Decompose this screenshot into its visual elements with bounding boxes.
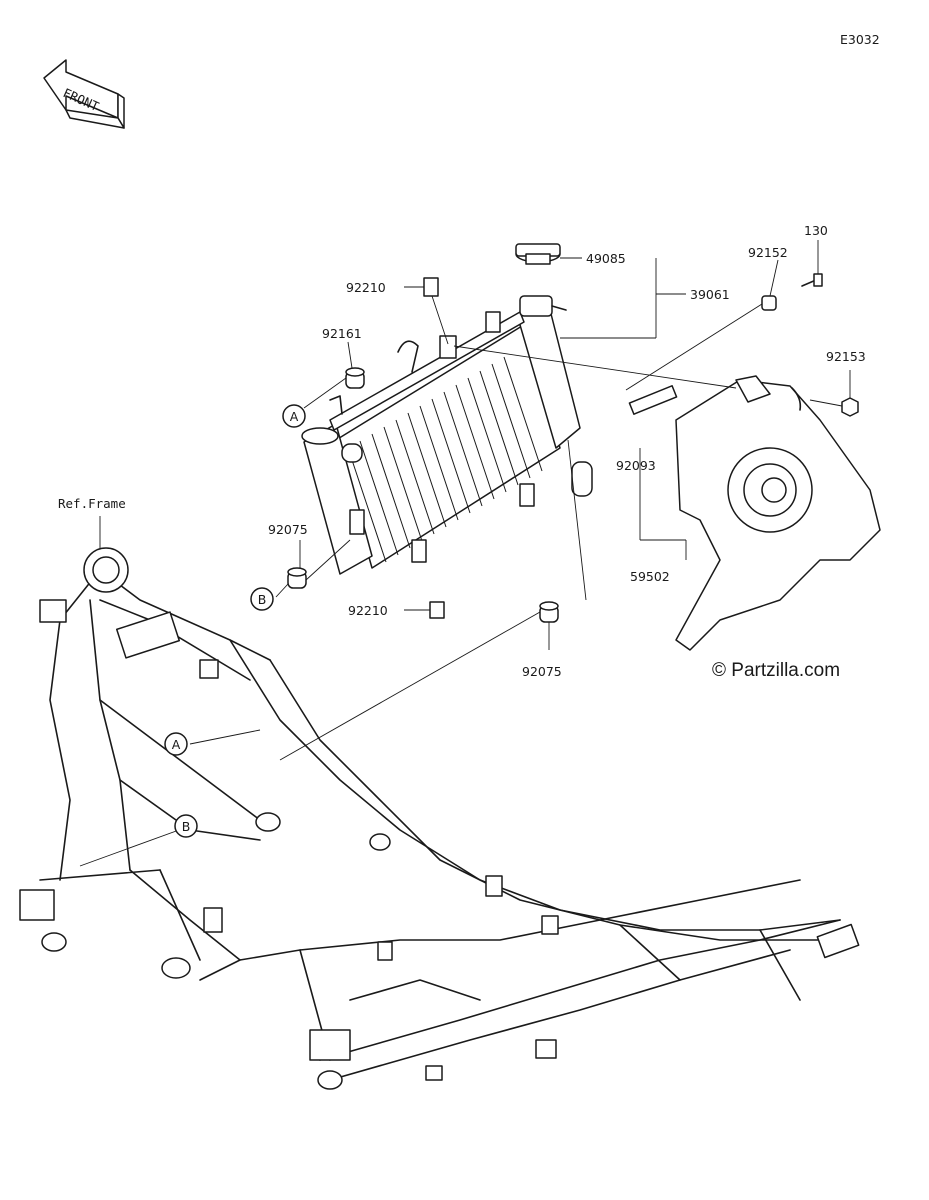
part-label-59502: 59502 [630,569,670,584]
front-arrow-icon: FRONT [43,59,125,129]
part-label-92093: 92093 [616,458,656,473]
callout-b-frame: B [174,814,198,838]
svg-text:B: B [258,592,267,607]
diagram-code: E3032 [840,32,880,47]
svg-text:A: A [172,737,181,752]
grommet-92075-left [287,567,307,589]
part-label-92075-bottom: 92075 [522,664,562,679]
nut-92153 [841,397,859,417]
clip-92210-top [423,277,439,297]
collar-92152 [761,295,777,311]
part-label-39061: 39061 [690,287,730,302]
radiator-cap [515,243,561,265]
leader-lines [79,240,851,867]
grommet-92161 [345,367,365,389]
part-label-92152: 92152 [748,245,788,260]
svg-text:B: B [182,819,191,834]
copyright-text: © Partzilla.com [712,660,840,681]
part-label-92075-left: 92075 [268,522,308,537]
fan-shroud-assembly [628,375,881,651]
bolt-130 [801,273,823,287]
ref-frame-label: Ref.Frame [58,496,126,511]
part-label-92210-top: 92210 [346,280,386,295]
callout-a-frame: A [164,732,188,756]
callout-a-top: A [282,404,306,428]
radiator-assembly [301,295,593,575]
grommet-92075-bottom [539,601,559,623]
frame [19,547,860,1090]
part-label-92210-bottom: 92210 [348,603,388,618]
clip-92210-bottom [429,601,445,619]
svg-text:A: A [290,409,299,424]
part-label-92153: 92153 [826,349,866,364]
part-label-92161: 92161 [322,326,362,341]
part-label-49085: 49085 [586,251,626,266]
callout-b-top: B [250,587,274,611]
part-label-130: 130 [804,223,828,238]
